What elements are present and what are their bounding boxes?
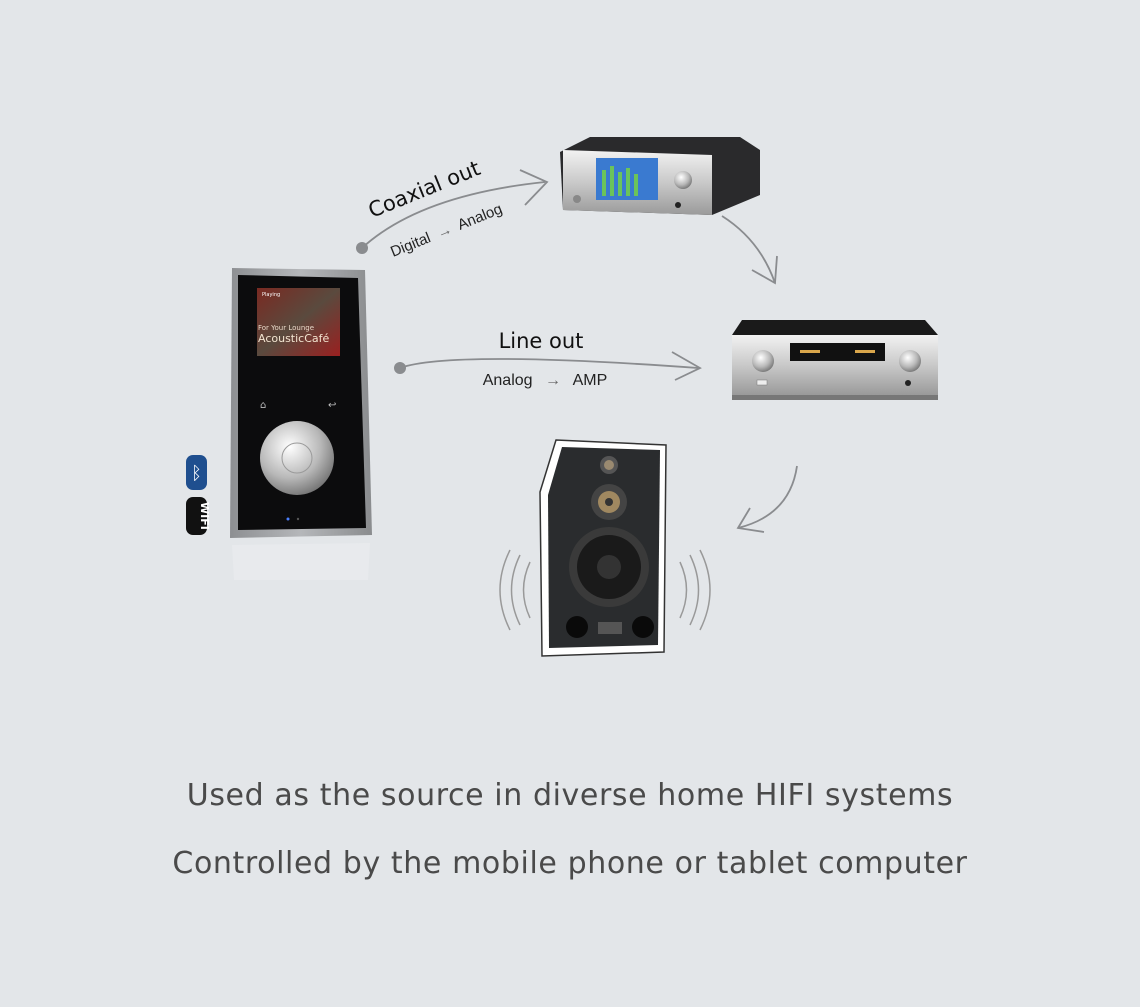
amplifier-device <box>732 320 938 400</box>
lineout-arrow-glyph: → <box>545 372 561 389</box>
back-icon: ↩ <box>328 400 336 411</box>
sound-waves-icon <box>499 549 711 631</box>
lineout-title: Line out <box>499 329 584 353</box>
lineout-arrow <box>399 358 699 369</box>
lineout-from: Analog <box>483 372 533 389</box>
amp-to-speaker-arrow <box>737 465 798 529</box>
coaxial-arrow-glyph: → <box>434 221 454 242</box>
amp-left-knob <box>752 350 774 372</box>
speaker <box>499 439 711 657</box>
caption-line-2: Controlled by the mobile phone or tablet… <box>172 846 968 881</box>
amp-right-knob <box>899 350 921 372</box>
screen-album-line2: AcousticCafé <box>258 332 330 345</box>
caption-line-1: Used as the source in diverse home HIFI … <box>186 778 954 813</box>
wifi-badge: WIFI <box>186 497 211 535</box>
player-screen <box>257 288 340 356</box>
arrows <box>361 169 798 533</box>
bluetooth-icon: ᛒ <box>191 463 202 484</box>
coaxial-from: Digital <box>388 229 433 260</box>
bluetooth-badge: ᛒ <box>186 455 207 490</box>
dac-volume-knob <box>674 171 692 189</box>
home-icon: ⌂ <box>260 400 266 411</box>
coaxial-start-dot <box>356 242 368 254</box>
lineout-start-dot <box>394 362 406 374</box>
player-knob <box>260 421 334 495</box>
lineout-to: AMP <box>573 372 608 389</box>
amp-display <box>790 343 885 361</box>
music-player-device: Playing For Your Lounge AcousticCafé ⌂ ↩ <box>230 268 372 580</box>
coaxial-to: Analog <box>455 200 505 233</box>
svg-text:Analog → AMP: Analog → AMP <box>483 372 608 389</box>
dac-to-amp-arrow <box>721 215 776 284</box>
screen-status: Playing <box>262 292 280 298</box>
coaxial-arrow <box>361 181 546 249</box>
wifi-label: WIFI <box>198 502 211 530</box>
screen-album-line1: For Your Lounge <box>258 324 314 332</box>
dac-device <box>560 137 760 215</box>
